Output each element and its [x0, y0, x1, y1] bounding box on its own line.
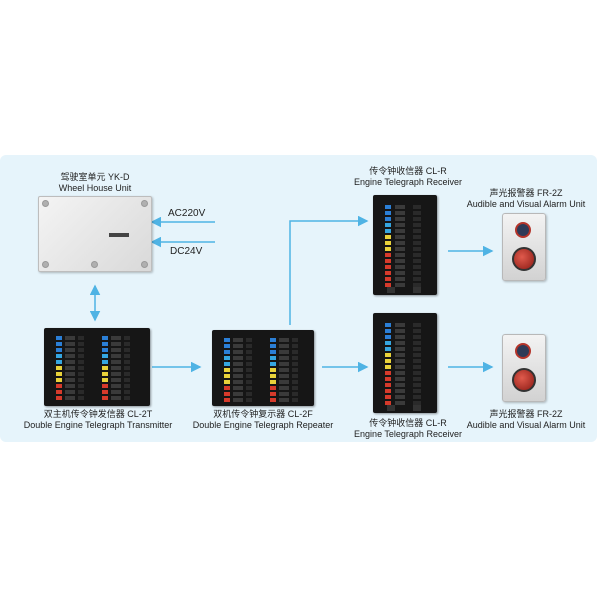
alarm-top-en: Audible and Visual Alarm Unit [466, 199, 586, 209]
wheel-house-unit-en: Wheel House Unit [58, 183, 132, 193]
repeater-en: Double Engine Telegraph Repeater [192, 420, 334, 430]
receiver-bottom-label: 传令钟收信器 CL-R Engine Telegraph Receiver [338, 418, 478, 440]
alarm-button-icon [515, 222, 531, 238]
alarm-button-icon [515, 343, 531, 359]
repeater-device [212, 330, 314, 406]
receiver-top-device [373, 195, 437, 295]
wheel-house-unit-device [38, 196, 152, 272]
transmitter-panel [56, 336, 130, 400]
alarm-lamp-icon [512, 368, 536, 392]
alarm-lamp-icon [512, 247, 536, 271]
ac-power-label: AC220V [168, 208, 206, 219]
repeater-label: 双机传令钟复示器 CL-2F Double Engine Telegraph R… [178, 409, 348, 431]
alarm-bottom-label: 声光报警器 FR-2Z Audible and Visual Alarm Uni… [456, 409, 596, 431]
receiver-bottom-panel [385, 323, 421, 411]
transmitter-device [44, 328, 150, 406]
transmitter-label: 双主机传令钟发信器 CL-2T Double Engine Telegraph … [8, 409, 188, 431]
repeater-cn: 双机传令钟复示器 CL-2F [213, 409, 313, 419]
alarm-top-cn: 声光报警器 FR-2Z [489, 188, 563, 198]
receiver-top-cn: 传令钟收信器 CL-R [369, 166, 447, 176]
alarm-top-label: 声光报警器 FR-2Z Audible and Visual Alarm Uni… [456, 188, 596, 210]
alarm-bottom-device [502, 334, 546, 402]
wheel-house-unit-label: 驾驶室单元 YK-D Wheel House Unit [30, 172, 160, 194]
receiver-bottom-en: Engine Telegraph Receiver [354, 429, 462, 439]
receiver-top-panel [385, 205, 421, 293]
alarm-bottom-en: Audible and Visual Alarm Unit [466, 420, 586, 430]
dc-power-label: DC24V [170, 246, 203, 257]
repeater-receiver-top-arrow-icon [289, 215, 369, 325]
receiver-top-label: 传令钟收信器 CL-R Engine Telegraph Receiver [338, 166, 478, 188]
receiver-bottom-cn: 传令钟收信器 CL-R [369, 418, 447, 428]
wheel-house-unit-cn: 驾驶室单元 YK-D [60, 172, 130, 182]
transmitter-cn: 双主机传令钟发信器 CL-2T [43, 409, 153, 419]
repeater-panel [224, 338, 298, 402]
alarm-top-device [502, 213, 546, 281]
receiver-bottom-device [373, 313, 437, 413]
receiver-top-en: Engine Telegraph Receiver [354, 177, 462, 187]
alarm-bottom-cn: 声光报警器 FR-2Z [489, 409, 563, 419]
transmitter-en: Double Engine Telegraph Transmitter [23, 420, 173, 430]
